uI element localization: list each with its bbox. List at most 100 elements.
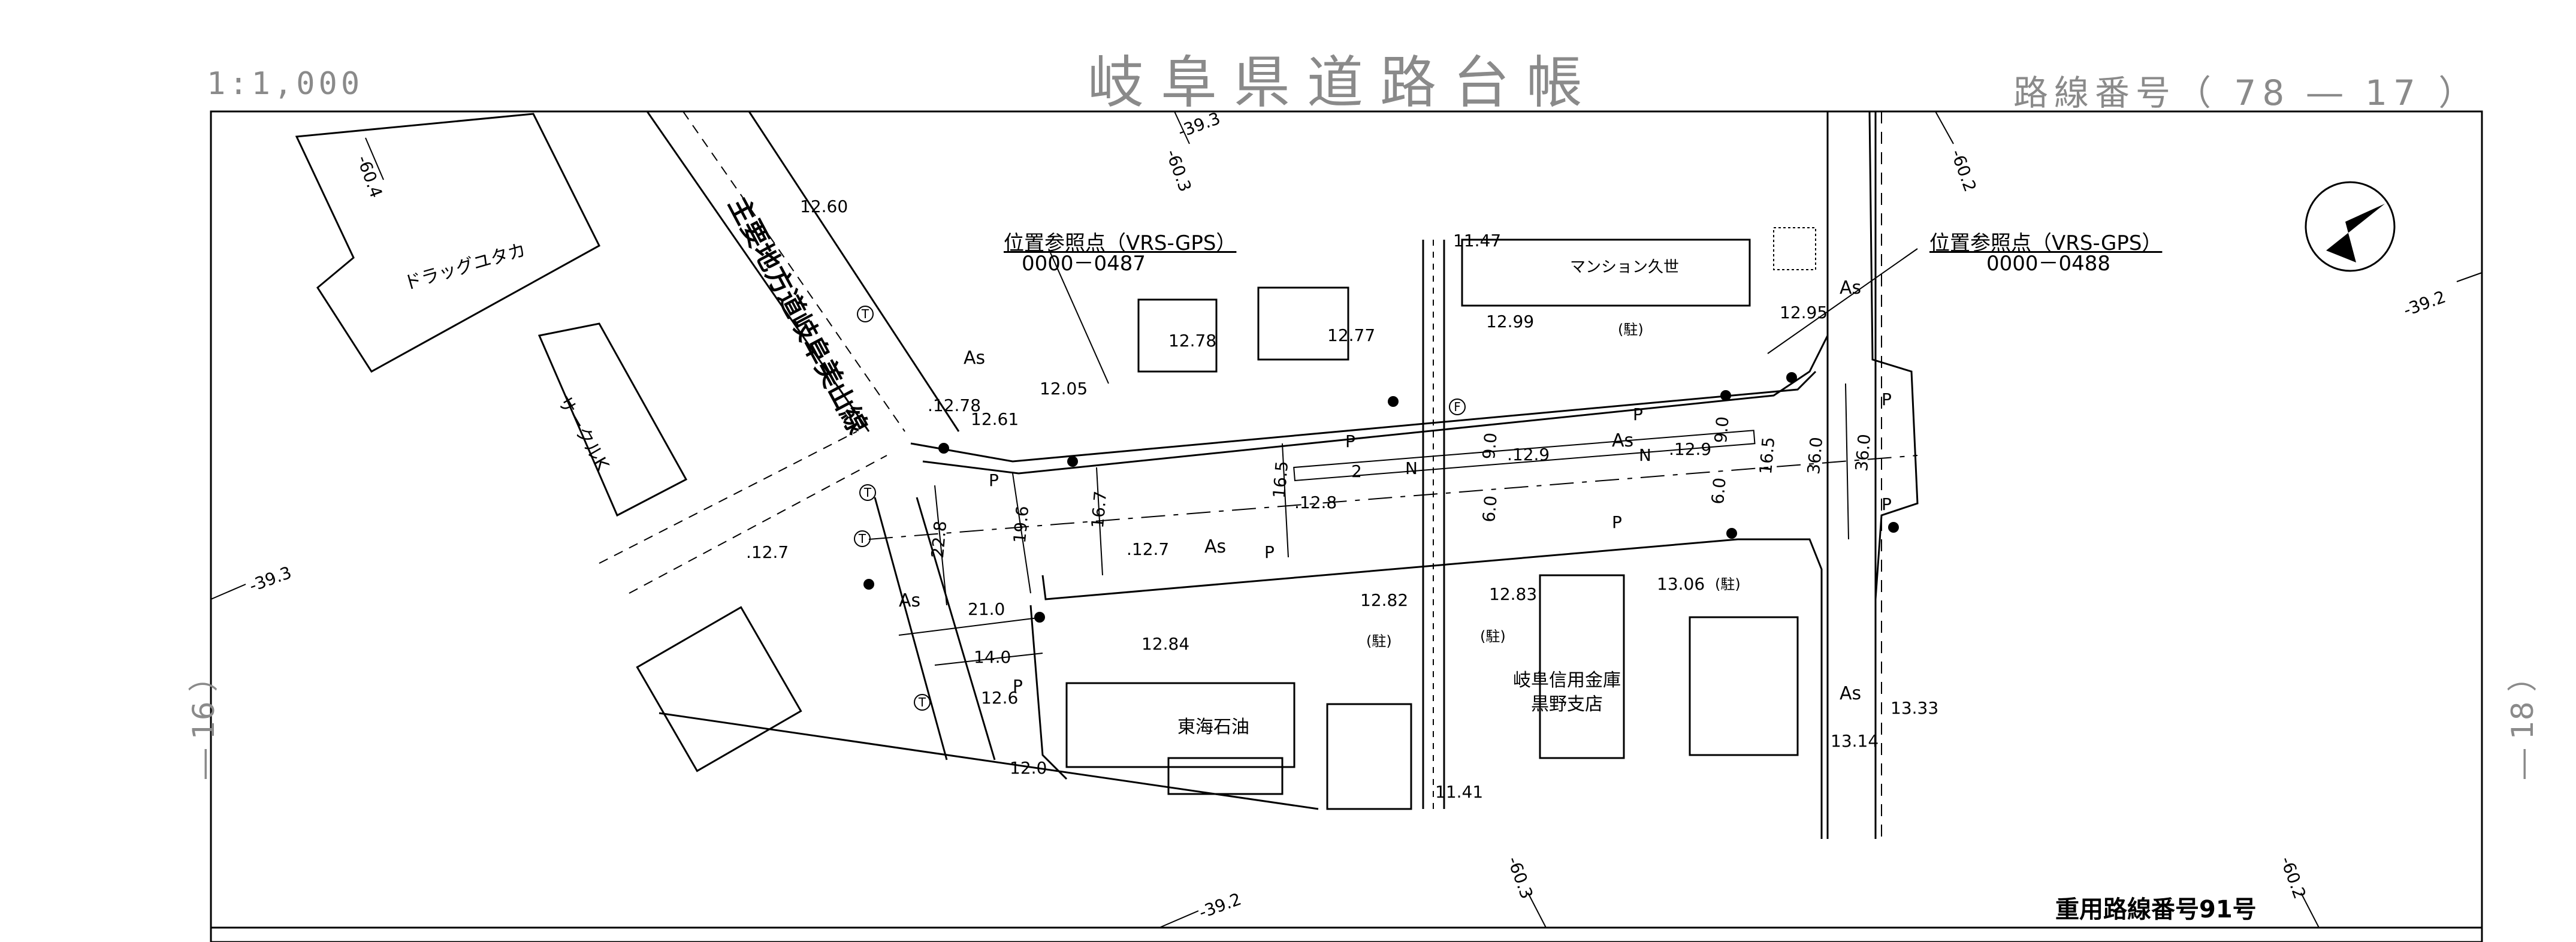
surface-label-p: P (989, 470, 999, 490)
elevation-label: 11.47 (1453, 231, 1502, 250)
ref-leader-2 (1767, 248, 1918, 354)
width-label: 9.0 (1711, 415, 1733, 444)
ref-leader-1 (1048, 248, 1109, 384)
small-building-2 (1257, 286, 1349, 361)
symbol-t: T (914, 694, 931, 711)
building-bank-line2: 黒野支店 (1531, 694, 1603, 715)
tokai-building (1065, 682, 1295, 768)
dim-16-7 (1096, 467, 1103, 576)
elevation-label: 12.95 (1780, 303, 1828, 322)
surface-label-p: P (1345, 431, 1355, 451)
elevation-label: 12.60 (800, 197, 848, 216)
route-north-curb (922, 111, 1829, 475)
route-south-curb (1041, 538, 1823, 839)
bank-building-2 (1689, 616, 1799, 756)
width-label: 36.0 (1804, 436, 1827, 475)
dim-19-6 (1012, 473, 1031, 594)
mansion-outline (1461, 238, 1751, 307)
surface-label-p: P (1882, 390, 1892, 409)
grid-tick-1 (365, 137, 384, 180)
main-road-lower-west (874, 497, 948, 760)
note-parking: (駐) (1715, 576, 1741, 593)
width-label: 16.5 (1269, 460, 1292, 499)
dim-21-0 (898, 617, 1043, 636)
dim-22-8 (934, 485, 947, 606)
surface-label-as: As (964, 348, 986, 369)
elevation-label: 13.06 (1657, 574, 1705, 594)
bottom-route-label: 重用路線番号91号 (2055, 896, 2257, 923)
dim-36-0 (1845, 383, 1849, 540)
elevation-label: .12.8 (1294, 493, 1337, 512)
small-building-1 (1137, 298, 1218, 373)
grid-tick-8 (2300, 892, 2320, 928)
note-parking: (駐) (1618, 321, 1644, 338)
elevation-label: 11.41 (1435, 782, 1484, 802)
right-sheet-ref: ― 18 ） (2505, 662, 2540, 779)
elevation-label: 12.0 (1010, 758, 1047, 778)
elevation-label: 12.99 (1486, 312, 1535, 331)
elevation-label: 12.84 (1141, 634, 1190, 654)
mansion-hatch (1773, 227, 1816, 270)
elevation-label: .12.7 (1127, 539, 1170, 559)
dim-14-0 (934, 653, 1043, 666)
main-road-dashed (682, 111, 905, 432)
symbol-t: T (857, 306, 874, 322)
surface-label-n: N (1639, 445, 1651, 465)
route-number: 路線番号（ 78 ― 17 ） (2013, 73, 2480, 113)
building-mansion: マンション久世 (1570, 258, 1680, 276)
main-road-dashed-left2 (599, 431, 857, 564)
width-label: 19.6 (1010, 505, 1033, 544)
surface-label-as: As (1204, 536, 1227, 557)
surface-label-as: As (899, 590, 921, 611)
elevation-label: .12.7 (746, 542, 789, 562)
surface-label-as: As (1840, 683, 1862, 704)
elevation-label: 12.83 (1489, 584, 1538, 604)
elevation-label: 12.6 (981, 688, 1019, 708)
building-left-lower (636, 606, 802, 772)
elevation-label: 12.05 (1040, 379, 1088, 398)
grid-tick-3 (1935, 111, 1954, 144)
grid-tick-4 (2456, 272, 2483, 282)
dim-16-5 (1282, 443, 1289, 558)
page-title: 岐阜県道路台帳 (1088, 50, 1600, 116)
grid-tick-5 (210, 584, 246, 600)
ref-point-1-title: 位置参照点（VRS-GPS） (1004, 231, 1237, 255)
surface-label-p: P (1882, 494, 1892, 514)
ref-point-1-code: 0000－0487 (1022, 252, 1146, 276)
grid-tick-2 (1174, 111, 1190, 144)
note-parking: (駐) (1480, 628, 1506, 645)
elevation-label: 12.61 (971, 409, 1019, 429)
width-label: 6.0 (1708, 476, 1730, 505)
main-road-edge-east (748, 111, 960, 432)
surface-label-two: 2 (1351, 461, 1362, 481)
symbol-f: F (1449, 398, 1466, 415)
sheet-frame (210, 110, 2483, 942)
drug-store-outline (295, 113, 600, 373)
surface-label-p: P (1633, 404, 1643, 424)
width-label: 9.0 (1479, 431, 1501, 460)
elevation-label: .12.78 (928, 395, 982, 415)
median-strip (1293, 430, 1756, 482)
route-centerline (868, 455, 1918, 540)
ref-point-2-title: 位置参照点（VRS-GPS） (1929, 231, 2163, 255)
route-south-edge (1029, 605, 1068, 780)
elevation-label: .12.9 (1507, 445, 1550, 464)
surface-label-p: P (1264, 542, 1275, 562)
surface-label-as: As (1612, 430, 1634, 451)
route-north-edge (910, 370, 1817, 463)
east-road-curb (1868, 111, 1919, 839)
elevation-label: 12.77 (1327, 325, 1376, 345)
elevation-label: .12.9 (1669, 439, 1712, 459)
surface-label-as: As (1840, 277, 1862, 298)
width-label: 16.7 (1088, 490, 1111, 529)
bank-building (1539, 574, 1625, 759)
width-label: 14.0 (974, 647, 1011, 667)
grid-tick-7 (1527, 892, 1547, 928)
left-sheet-ref: ― 16 ） (186, 662, 221, 779)
ref-point-2-code: 0000－0488 (1986, 252, 2111, 276)
main-road-dashed-left (629, 455, 887, 594)
small-building-3 (1326, 703, 1412, 810)
map-scale: 1:1,000 (207, 66, 364, 102)
width-label: 22.8 (928, 520, 951, 559)
